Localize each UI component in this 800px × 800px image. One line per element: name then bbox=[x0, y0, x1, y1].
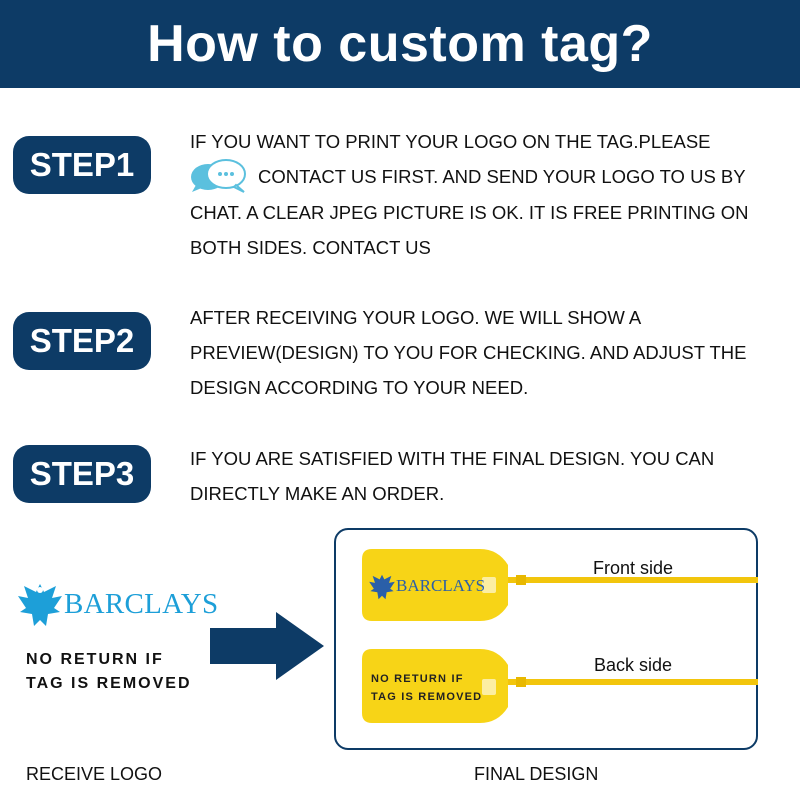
chat-bubble-icon[interactable] bbox=[190, 159, 250, 194]
step2-line-3: DESIGN ACCORDING TO YOUR NEED. bbox=[190, 377, 529, 398]
front-tag-logo: BARCLAYS bbox=[368, 572, 488, 608]
back-tag-return-line-1: NO RETURN IF bbox=[371, 673, 464, 685]
step1-line-3: CHAT. A CLEAR JPEG PICTURE IS OK. IT IS … bbox=[190, 202, 749, 224]
right-arrow-icon bbox=[210, 612, 324, 680]
step1-text: IF YOU WANT TO PRINT YOUR LOGO ON THE TA… bbox=[190, 124, 775, 265]
step2-line-2: PREVIEW(DESIGN) TO YOU FOR CHECKING. AND… bbox=[190, 342, 747, 363]
step1-line-1: IF YOU WANT TO PRINT YOUR LOGO ON THE TA… bbox=[190, 131, 711, 152]
step2-badge: STEP2 bbox=[13, 312, 151, 370]
step2-text: AFTER RECEIVING YOUR LOGO. WE WILL SHOW … bbox=[190, 300, 775, 405]
step3-line-2: DIRECTLY MAKE AN ORDER. bbox=[190, 483, 445, 504]
header-banner bbox=[0, 0, 800, 88]
final-design-label: FINAL DESIGN bbox=[474, 764, 599, 784]
barclays-logo: BARCLAYS bbox=[16, 580, 218, 632]
return-line-1: NO RETURN IF bbox=[26, 651, 164, 668]
return-line-2: TAG IS REMOVED bbox=[26, 675, 192, 692]
step1-line-4: BOTH SIDES. CONTACT US bbox=[190, 237, 431, 259]
receive-logo-label: RECEIVE LOGO bbox=[26, 764, 163, 784]
front-tag bbox=[358, 545, 758, 625]
back-side-label: Back side bbox=[594, 655, 673, 675]
step1-badge: STEP1 bbox=[13, 136, 151, 194]
back-tag-return-line-2: TAG IS REMOVED bbox=[371, 691, 483, 703]
front-tag-brand: BARCLAYS bbox=[396, 576, 486, 595]
step3-line-1: IF YOU ARE SATISFIED WITH THE FINAL DESI… bbox=[190, 448, 715, 469]
front-side-label: Front side bbox=[593, 558, 674, 578]
step2-line-1: AFTER RECEIVING YOUR LOGO. WE WILL SHOW … bbox=[190, 307, 642, 328]
step1-line-2-wrap: CONTACT US FIRST. AND SEND YOUR LOGO TO … bbox=[190, 159, 775, 195]
step3-badge: STEP3 bbox=[13, 445, 151, 503]
eagle-icon bbox=[18, 584, 62, 626]
page-title: How to custom tag? bbox=[147, 15, 653, 73]
step1-line-2: CONTACT US FIRST. AND SEND YOUR LOGO TO … bbox=[258, 166, 746, 187]
logo-brand-text: BARCLAYS bbox=[64, 588, 219, 620]
tag-eagle-icon bbox=[369, 574, 395, 600]
back-tag bbox=[358, 645, 758, 727]
step3-text: IF YOU ARE SATISFIED WITH THE FINAL DESI… bbox=[190, 441, 775, 511]
